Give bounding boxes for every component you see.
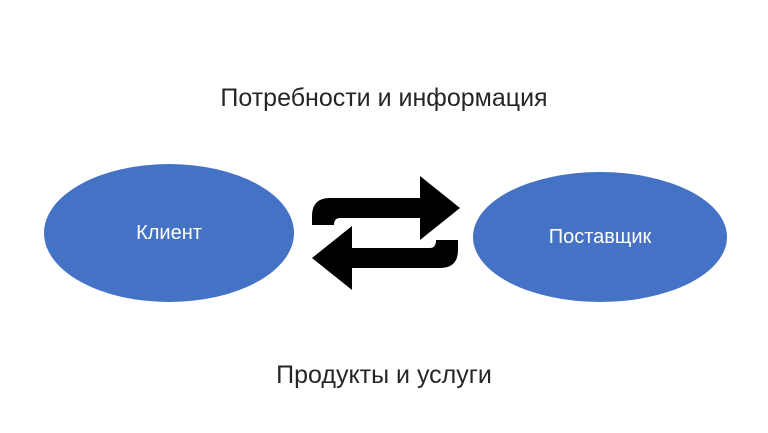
client-node: Клиент [44,164,294,302]
bottom-caption: Продукты и услуги [276,361,492,389]
supplier-label: Поставщик [548,225,652,248]
exchange-arrows-icon [312,176,460,290]
left-arrow [312,226,458,290]
supplier-node: Поставщик [473,172,727,302]
right-arrow [312,176,460,240]
top-caption: Потребности и информация [220,84,548,112]
client-label: Клиент [136,221,202,244]
